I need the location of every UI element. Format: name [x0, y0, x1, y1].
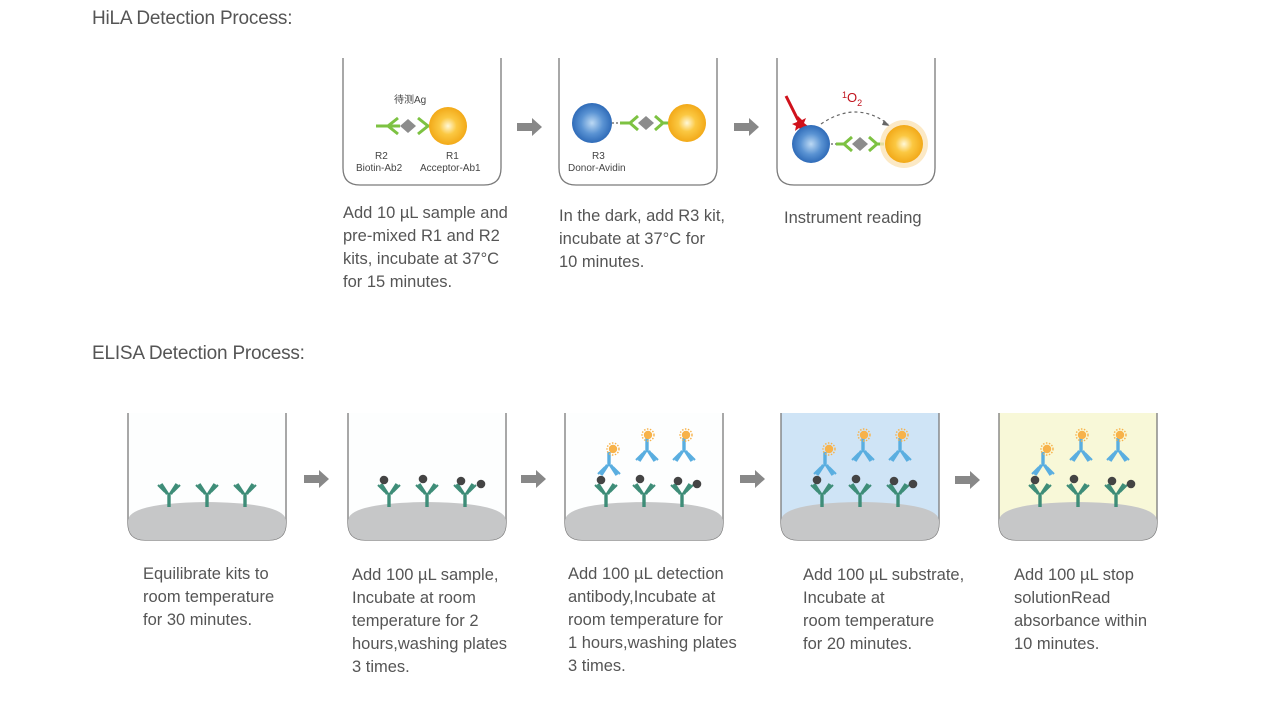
donor-bead — [572, 103, 612, 143]
singlet-oxygen-sub: 2 — [857, 98, 862, 108]
antigen-dot — [456, 476, 466, 486]
antigen-dot — [1107, 476, 1117, 486]
elisa-arrow-1 — [304, 470, 329, 488]
antigen-dot — [476, 479, 486, 489]
hila-arrow-1 — [517, 118, 542, 136]
elisa-step-1-text: Equilibrate kits to room temperature for… — [143, 565, 275, 629]
elisa-tube-2 — [347, 413, 507, 541]
hila-tube-1: 待测Ag R2 Biotin-Ab2 R1 Acceptor-Ab1 — [342, 58, 502, 186]
elisa-tube-3 — [564, 413, 724, 541]
elisa-step-5-text: Add 100 µL stop solutionRead absorbance … — [1014, 566, 1147, 653]
elisa-step-4-text: Add 100 µL substrate, Incubate at room t… — [803, 566, 965, 653]
antigen-dot — [692, 479, 702, 489]
biotin-antibody-arms — [841, 135, 853, 153]
hila-step-3-text: Instrument reading — [784, 209, 922, 227]
plate-well-bottom — [565, 502, 723, 540]
acceptor-bead — [668, 104, 706, 142]
antigen-shape — [852, 137, 868, 151]
antigen-dot — [379, 475, 389, 485]
biotin-antibody-arms — [385, 116, 399, 136]
elisa-step-3-text: Add 100 µL detection antibody,Incubate a… — [568, 565, 737, 675]
antigen-dot — [851, 474, 861, 484]
hila-arrow-2 — [734, 118, 759, 136]
antigen-shape — [400, 119, 416, 133]
biotin-antibody-arms — [627, 114, 639, 132]
elisa-tube-1 — [127, 413, 287, 541]
r1-sublabel: Acceptor-Ab1 — [420, 163, 481, 174]
r3-label: R3 — [592, 151, 605, 162]
antigen-dot — [1126, 479, 1136, 489]
elisa-arrow-2 — [521, 470, 546, 488]
singlet-oxygen-label: 1O2 — [842, 90, 862, 108]
hila-tube-2: R3 Donor-Avidin — [558, 58, 718, 186]
r2-sublabel: Biotin-Ab2 — [356, 163, 403, 174]
laser-beam — [784, 95, 800, 121]
antigen-dot — [889, 476, 899, 486]
antigen-dot — [596, 475, 606, 485]
plate-well-bottom — [781, 502, 939, 540]
singlet-oxygen-path — [820, 111, 889, 125]
elisa-tube-5 — [998, 413, 1158, 541]
acceptor-bead — [885, 125, 923, 163]
elisa-step-2-text: Add 100 µL sample, Incubate at room temp… — [352, 566, 508, 676]
singlet-oxygen-arrowhead — [882, 120, 890, 126]
r2-label: R2 — [375, 151, 388, 162]
antigen-label: 待测Ag — [394, 93, 426, 106]
r3-sublabel: Donor-Avidin — [568, 163, 626, 174]
elisa-arrow-4 — [955, 471, 980, 489]
singlet-oxygen-sup: 1 — [842, 90, 847, 100]
antigen-shape — [638, 116, 654, 130]
antigen-dot — [908, 479, 918, 489]
antigen-dot — [1030, 475, 1040, 485]
acceptor-bead — [429, 107, 467, 145]
antigen-dot — [673, 476, 683, 486]
plate-well-bottom — [348, 502, 506, 540]
laser-burst-icon — [792, 116, 808, 132]
antigen-dot — [1069, 474, 1079, 484]
hila-section-title: HiLA Detection Process: — [92, 8, 293, 29]
donor-bead — [792, 125, 830, 163]
antigen-dot — [418, 474, 428, 484]
elisa-arrow-3 — [740, 470, 765, 488]
elisa-section-title: ELISA Detection Process: — [92, 343, 305, 364]
r1-label: R1 — [446, 151, 459, 162]
antigen-dot — [635, 474, 645, 484]
singlet-oxygen-main: O — [847, 90, 857, 105]
antigen-dot — [812, 475, 822, 485]
hila-step-2-text: In the dark, add R3 kit, incubate at 37°… — [559, 207, 726, 271]
elisa-tube-4 — [780, 413, 940, 541]
hila-tube-3: 1O2 — [776, 58, 936, 186]
plate-well-bottom — [128, 502, 286, 540]
plate-well-bottom — [999, 502, 1157, 540]
hila-step-1-text: Add 10 µL sample and pre-mixed R1 and R2… — [343, 204, 508, 291]
